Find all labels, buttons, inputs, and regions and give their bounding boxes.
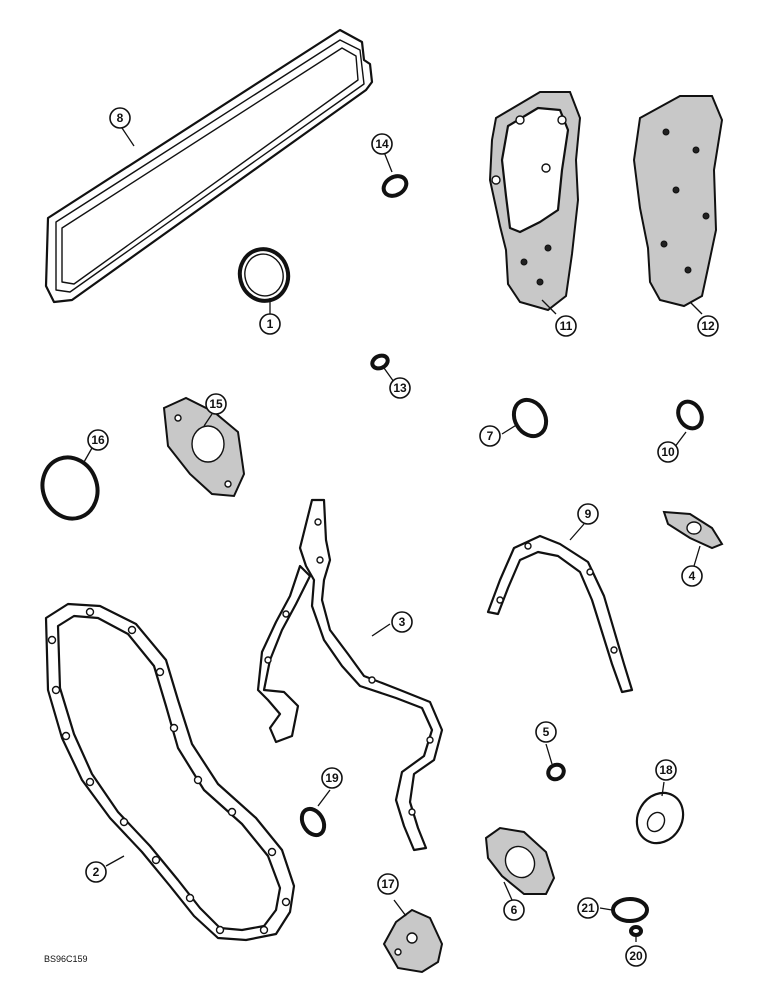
callout-17: 17 (377, 873, 399, 895)
svg-text:10: 10 (661, 445, 675, 459)
part-21-o-ring (611, 897, 649, 923)
callout-12: 12 (697, 315, 719, 337)
part-4-flange-gasket (662, 510, 724, 550)
svg-text:14: 14 (375, 137, 389, 151)
figure-code: BS96C159 (44, 954, 88, 964)
svg-text:7: 7 (487, 429, 494, 443)
callout-7: 7 (479, 425, 501, 447)
callout-3: 3 (391, 611, 413, 633)
callout-13: 13 (389, 377, 411, 399)
svg-text:8: 8 (117, 111, 124, 125)
part-8-valve-cover-gasket (44, 28, 374, 304)
part-14-o-ring (381, 174, 409, 198)
svg-text:1: 1 (267, 317, 274, 331)
svg-text:5: 5 (543, 725, 550, 739)
part-19-o-ring (299, 806, 327, 838)
callout-21: 21 (577, 897, 599, 919)
callout-8: 8 (109, 107, 131, 129)
svg-text:2: 2 (93, 865, 100, 879)
svg-text:21: 21 (581, 901, 595, 915)
svg-text:16: 16 (91, 433, 105, 447)
svg-text:12: 12 (701, 319, 715, 333)
callout-6: 6 (503, 899, 525, 921)
callout-14: 14 (371, 133, 393, 155)
svg-text:18: 18 (659, 763, 673, 777)
svg-text:19: 19 (325, 771, 339, 785)
callout-4: 4 (681, 565, 703, 587)
part-1-seal-ring (237, 247, 291, 303)
svg-text:4: 4 (689, 569, 696, 583)
part-18-thrust-washer (635, 791, 685, 845)
callout-9: 9 (577, 503, 599, 525)
part-10-o-ring (676, 399, 704, 431)
callout-19: 19 (321, 767, 343, 789)
part-7-o-ring (511, 397, 549, 439)
part-6-flange-gasket (484, 826, 556, 895)
part-3-front-cover-gasket (256, 498, 444, 852)
svg-text:9: 9 (585, 507, 592, 521)
part-17-plate-gasket (382, 908, 444, 974)
leader-lines (83, 127, 703, 942)
callout-18: 18 (655, 759, 677, 781)
callout-2: 2 (85, 861, 107, 883)
part-2-gear-housing-gasket (44, 602, 296, 942)
part-20-o-ring (629, 925, 643, 937)
svg-text:3: 3 (399, 615, 406, 629)
svg-text:11: 11 (560, 319, 573, 333)
callout-5: 5 (535, 721, 557, 743)
svg-text:20: 20 (629, 949, 643, 963)
svg-text:17: 17 (381, 877, 395, 891)
callout-10: 10 (657, 441, 679, 463)
part-13-washer (370, 353, 390, 371)
svg-text:13: 13 (393, 381, 407, 395)
callout-16: 16 (87, 429, 109, 451)
callout-20: 20 (625, 945, 647, 967)
part-11-cooler-gasket (488, 91, 582, 312)
part-12-cooler-plate-gasket (632, 95, 724, 308)
part-16-o-ring (40, 455, 100, 521)
svg-text:15: 15 (209, 397, 223, 411)
callouts: 1 2 3 4 5 6 7 8 9 10 11 12 13 14 15 16 1… (85, 107, 719, 967)
callout-1: 1 (259, 313, 281, 335)
part-9-rear-cover-gasket (486, 534, 634, 694)
part-5-o-ring (546, 762, 566, 782)
callout-15: 15 (205, 393, 227, 415)
callout-11: 11 (555, 315, 577, 337)
part-15-flange-gasket (162, 396, 246, 498)
svg-text:6: 6 (511, 903, 518, 917)
